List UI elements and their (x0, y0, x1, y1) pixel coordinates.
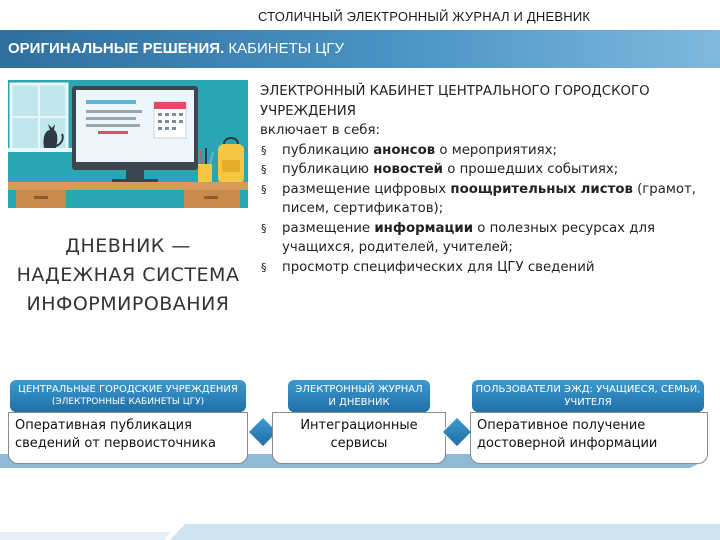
bullet-icon: § (261, 182, 267, 196)
diary-caption: ДНЕВНИК — НАДЕЖНАЯ СИСТЕМА ИНФОРМИРОВАНИ… (4, 232, 252, 319)
bullet-icon: § (261, 143, 267, 157)
feature-text-bold: анонсов (373, 142, 436, 158)
feature-text: о мероприятиях; (435, 142, 558, 158)
flow-box-2-header-line-2: И ДНЕВНИК (328, 397, 390, 408)
diary-caption-line-2: НАДЕЖНАЯ СИСТЕМА (16, 264, 240, 286)
feature-list-item: § просмотр специфических для ЦГУ сведений (260, 258, 712, 278)
feature-text: размещение цифровых (282, 181, 451, 197)
desk-icon (8, 182, 248, 208)
flow-connector-2 (441, 416, 473, 448)
feature-text-bold: поощрительных листов (450, 181, 633, 197)
flow-box-3-body: Оперативное получение достоверной информ… (470, 412, 708, 464)
header-bar: ОРИГИНАЛЬНЫЕ РЕШЕНИЯ. КАБИНЕТЫ ЦГУ (0, 30, 720, 68)
description-heading-line-2: УЧРЕЖДЕНИЯ (260, 103, 356, 119)
flow-box-1-header-line-1: ЦЕНТРАЛЬНЫЕ ГОРОДСКИЕ УЧРЕЖДЕНИЯ (18, 384, 238, 395)
flow-box-2-body: Интеграционные сервисы (272, 412, 446, 464)
description-intro: включает в себя: (260, 123, 380, 138)
feature-text: (грамот, писем, сертификатов); (282, 181, 697, 217)
flow-box-1-header-line-2: (ЭЛЕКТРОННЫЕ КАБИНЕТЫ ЦГУ) (51, 397, 205, 407)
pencil-cup-icon (198, 148, 214, 182)
desk-illustration (8, 80, 248, 208)
feature-text: о полезных ресурсах для учащихся, родите… (282, 220, 655, 256)
desk-illustration-svg (8, 80, 248, 208)
bullet-icon: § (261, 163, 267, 176)
flow-box-1-text: Оперативная публикация сведений от перво… (15, 418, 216, 451)
top-title-text: СТОЛИЧНЫЙ ЭЛЕКТРОННЫЙ ЖУРНАЛ И ДНЕВНИК (258, 9, 591, 24)
description-heading-line-1: ЭЛЕКТРОННЫЙ КАБИНЕТ ЦЕНТРАЛЬНОГО ГОРОДСК… (260, 84, 650, 99)
diary-caption-line-3: ИНФОРМИРОВАНИЯ (26, 293, 230, 315)
cat-icon (43, 124, 64, 148)
flow-box-1-header: ЦЕНТРАЛЬНЫЕ ГОРОДСКИЕ УЧРЕЖДЕНИЯ (ЭЛЕКТР… (10, 380, 246, 412)
window-icon (8, 82, 72, 152)
footer-decoration (0, 512, 720, 540)
feature-text: публикацию (282, 162, 374, 177)
feature-text: о прошедших событиях; (443, 162, 619, 177)
feature-list-item: § публикацию новостей о прошедших события… (260, 160, 712, 180)
header-title-light: КАБИНЕТЫ ЦГУ (224, 40, 344, 57)
feature-list-item: § размещение информации о полезных ресурс… (260, 219, 712, 258)
feature-list: § публикацию анонсов о мероприятиях; § пуб… (260, 141, 712, 278)
feature-text: размещение (282, 220, 375, 236)
header-title: ОРИГИНАЛЬНЫЕ РЕШЕНИЯ. КАБИНЕТЫ ЦГУ (8, 40, 344, 57)
diary-caption-line-1: ДНЕВНИК — (65, 235, 191, 257)
flow-box-1-body: Оперативная публикация сведений от перво… (8, 412, 248, 464)
cabinet-description: ЭЛЕКТРОННЫЙ КАБИНЕТ ЦЕНТРАЛЬНОГО ГОРОДСК… (260, 82, 712, 277)
feature-list-item: § размещение цифровых поощрительных листо… (260, 180, 712, 219)
feature-text-bold: информации (374, 220, 474, 236)
feature-list-item: § публикацию анонсов о мероприятиях; (260, 141, 712, 161)
slide-top-title: СТОЛИЧНЫЙ ЭЛЕКТРОННЫЙ ЖУРНАЛ И ДНЕВНИК (0, 0, 720, 30)
flow-box-3-text: Оперативное получение достоверной информ… (477, 418, 658, 451)
flow-box-3-header-line-1: ПОЛЬЗОВАТЕЛИ ЭЖД: УЧАЩИЕСЯ, СЕМЬИ, (475, 384, 701, 395)
flow-box-2-header-line-1: ЭЛЕКТРОННЫЙ ЖУРНАЛ (295, 384, 423, 395)
bullet-icon: § (261, 260, 267, 274)
flow-box-2-header: ЭЛЕКТРОННЫЙ ЖУРНАЛ И ДНЕВНИК (288, 380, 430, 412)
feature-text-bold: новостей (373, 162, 443, 177)
feature-text: просмотр специфических для ЦГУ сведений (282, 259, 595, 275)
flow-box-2-text: Интеграционные сервисы (300, 418, 418, 451)
monitor-icon (72, 86, 198, 183)
backpack-icon (218, 137, 244, 184)
flow-box-3-header-line-2: УЧИТЕЛЯ (564, 397, 612, 408)
header-title-bold: ОРИГИНАЛЬНЫЕ РЕШЕНИЯ. (8, 40, 225, 57)
flow-box-3-header: ПОЛЬЗОВАТЕЛИ ЭЖД: УЧАЩИЕСЯ, СЕМЬИ, УЧИТЕ… (472, 380, 704, 412)
feature-text: публикацию (282, 142, 374, 158)
bullet-icon: § (261, 221, 267, 235)
